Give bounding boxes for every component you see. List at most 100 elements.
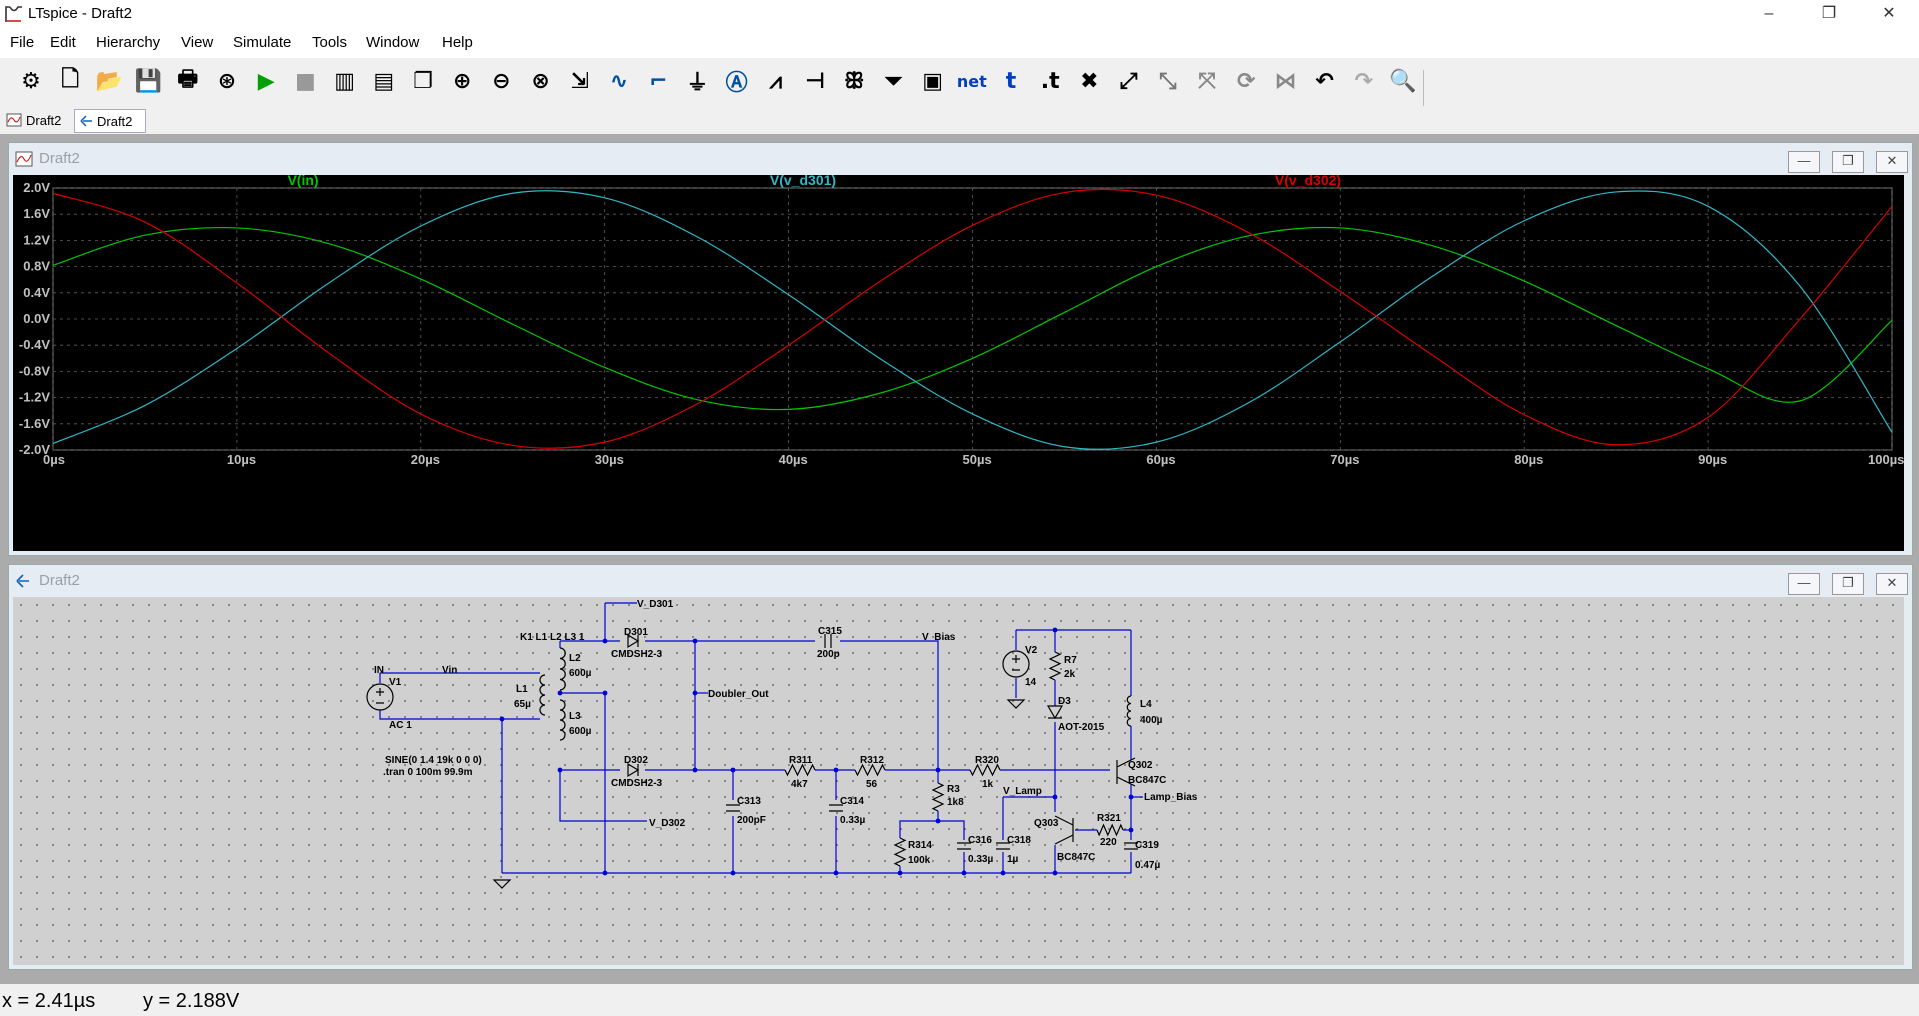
menu-hierarchy[interactable]: Hierarchy	[96, 34, 161, 51]
close-button[interactable]: ✕	[1866, 0, 1912, 28]
autorange-button[interactable]: ⇲	[563, 64, 597, 98]
menu-window[interactable]: Window	[366, 34, 420, 51]
menu-simulate[interactable]: Simulate	[233, 34, 292, 51]
label-c313-val[interactable]: 200pF	[737, 815, 766, 826]
capacitor-button[interactable]: ⊣	[798, 64, 832, 98]
label-in[interactable]: IN	[374, 665, 384, 676]
tile-horizontal-button[interactable]: ▤	[367, 64, 401, 98]
resistor-symbol[interactable]	[893, 837, 907, 867]
duplicate-button[interactable]: ⤢	[1112, 64, 1146, 98]
drag-button[interactable]: ⤧	[1190, 64, 1224, 98]
resistor-button[interactable]: ⩘	[759, 64, 793, 98]
tab-waveform[interactable]: Draft2	[6, 109, 70, 131]
settings-button[interactable]: ⚙	[14, 64, 48, 98]
zoom-in-button[interactable]: ⊕	[445, 64, 479, 98]
diode-symbol[interactable]	[627, 762, 640, 778]
label-r311[interactable]: R311	[789, 755, 813, 766]
resistor-symbol[interactable]	[1048, 651, 1062, 681]
ground-symbol[interactable]	[1006, 699, 1026, 709]
resistor-symbol[interactable]	[854, 763, 886, 777]
label-r3[interactable]: R3	[947, 784, 960, 795]
schematic-minimize-button[interactable]: —	[1788, 573, 1820, 595]
zoom-fit-button[interactable]: ⊗	[524, 64, 558, 98]
label-d302-model[interactable]: CMDSH2-3	[611, 778, 663, 789]
label-c318[interactable]: C318	[1007, 835, 1031, 846]
label-c315-val[interactable]: 200p	[817, 649, 840, 660]
label-v-lamp[interactable]: V_Lamp	[1003, 786, 1042, 797]
label-d302[interactable]: D302	[624, 755, 648, 766]
label-r320[interactable]: R320	[975, 755, 999, 766]
find-button[interactable]: 🔍	[1386, 64, 1420, 98]
label-c313[interactable]: C313	[737, 796, 761, 807]
capacitor-symbol[interactable]	[726, 804, 740, 812]
label-r311-val[interactable]: 4k7	[791, 779, 808, 790]
label-q303[interactable]: Q303	[1034, 818, 1059, 829]
resistor-symbol[interactable]	[1096, 823, 1124, 837]
transistor-symbol[interactable]	[1116, 757, 1136, 787]
run-button[interactable]: ▶	[249, 64, 283, 98]
net-label-button[interactable]: net	[955, 64, 989, 98]
schematic-maximize-button[interactable]: ❐	[1832, 573, 1864, 595]
capacitor-symbol[interactable]	[957, 842, 971, 850]
label-lamp-bias[interactable]: Lamp_Bias	[1144, 792, 1198, 803]
wire[interactable]	[840, 640, 939, 770]
schematic-close-button[interactable]: ✕	[1876, 573, 1908, 595]
transistor-symbol[interactable]	[1054, 815, 1074, 845]
label-v-d301-top[interactable]: V_D301	[637, 599, 674, 610]
label-d3-model[interactable]: AOT-2015	[1058, 722, 1105, 733]
label-c316[interactable]: C316	[968, 835, 992, 846]
label-l4-val[interactable]: 400µ	[1140, 715, 1163, 726]
wire[interactable]	[899, 811, 939, 838]
ground-symbol[interactable]	[492, 879, 512, 889]
undo-button[interactable]: ↶	[1308, 64, 1342, 98]
waveform-button[interactable]: ∿	[602, 64, 636, 98]
waveform-minimize-button[interactable]: —	[1788, 151, 1820, 173]
ground-button[interactable]: ⏚	[680, 64, 714, 98]
voltage-source-symbol[interactable]	[1002, 650, 1030, 678]
component-button[interactable]: ▣	[916, 64, 950, 98]
label-l3-val[interactable]: 600µ	[569, 726, 592, 737]
print-button[interactable]: 🖶	[171, 64, 205, 98]
label-l2-val[interactable]: 600µ	[569, 668, 592, 679]
label-c319[interactable]: C319	[1135, 840, 1159, 851]
label-c314[interactable]: C314	[840, 796, 864, 807]
save-button[interactable]: 💾	[132, 64, 166, 98]
label-l1-val[interactable]: 65µ	[514, 699, 531, 710]
label-l3[interactable]: L3	[569, 711, 581, 722]
label-r321-val[interactable]: 220	[1100, 837, 1117, 848]
waveform-maximize-button[interactable]: ❐	[1832, 151, 1864, 173]
mirror-button[interactable]: ⋈	[1268, 64, 1302, 98]
delete-button[interactable]: ✖	[1072, 64, 1106, 98]
menu-help[interactable]: Help	[442, 34, 473, 51]
voltage-source-symbol[interactable]	[366, 683, 394, 711]
label-c319-val[interactable]: 0.47µ	[1135, 860, 1160, 871]
inductor-symbol[interactable]	[559, 647, 566, 691]
label-v2-val[interactable]: 14	[1025, 677, 1037, 688]
label-d301[interactable]: D301	[624, 627, 648, 638]
label-c315[interactable]: C315	[818, 626, 842, 637]
label-r314[interactable]: R314	[908, 840, 932, 851]
inductor-symbol[interactable]	[1126, 695, 1132, 727]
draw-wire-button[interactable]: ⌐	[641, 64, 675, 98]
label-r3-val[interactable]: 1k8	[947, 797, 964, 808]
label-v-d302[interactable]: V_D302	[649, 818, 686, 829]
new-schematic-button[interactable]: 🗋	[53, 64, 87, 98]
label-r320-val[interactable]: 1k	[982, 779, 994, 790]
legend-entry[interactable]: V(v_d301)	[770, 172, 836, 188]
menu-tools[interactable]: Tools	[312, 34, 348, 51]
menu-view[interactable]: View	[181, 34, 214, 51]
label-v-bias[interactable]: V_Bias	[922, 632, 956, 643]
waveform-window-titlebar[interactable]: Draft2 — ❐ ✕	[9, 143, 1912, 175]
tab-schematic[interactable]: Draft2	[74, 109, 146, 133]
label-c318-val[interactable]: 1µ	[1007, 854, 1019, 865]
resistor-symbol[interactable]	[784, 763, 816, 777]
label-l2[interactable]: L2	[569, 653, 581, 664]
inductor-button[interactable]: ꕥ	[837, 64, 871, 98]
waveform-close-button[interactable]: ✕	[1876, 151, 1908, 173]
label-r321[interactable]: R321	[1097, 813, 1121, 824]
label-c316-val[interactable]: 0.33µ	[968, 854, 993, 865]
label-vin[interactable]: Vin	[442, 665, 457, 676]
